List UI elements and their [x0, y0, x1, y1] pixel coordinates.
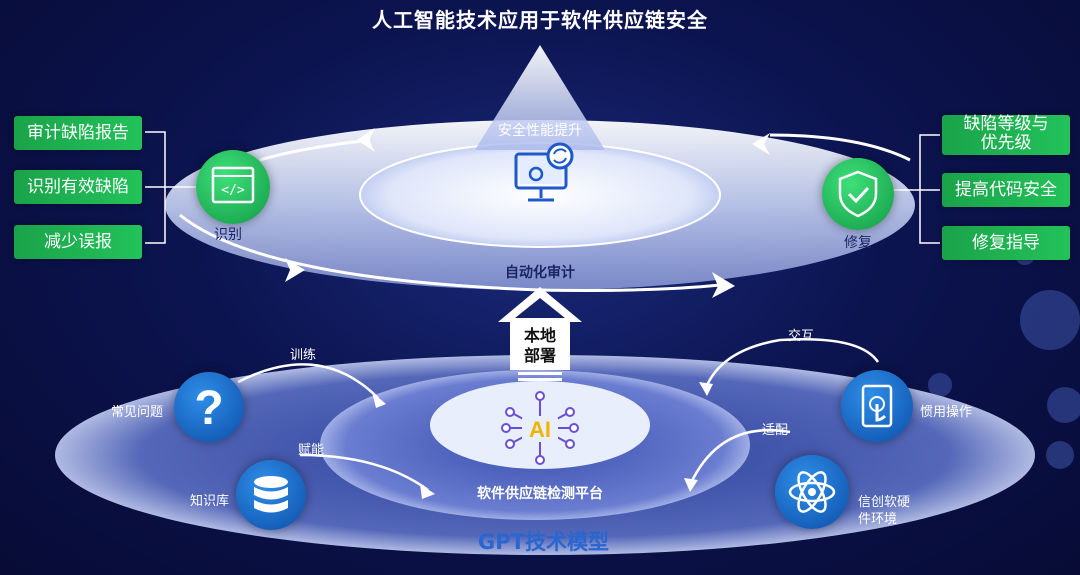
atom-icon [788, 471, 836, 513]
ai-network-icon: AI [500, 388, 580, 468]
touch-tablet-icon [861, 384, 893, 428]
left-tag-reduce-false-positives: 减少误报 [14, 225, 142, 259]
right-tag-severity-priority: 缺陷等级与 优先级 [942, 115, 1070, 155]
repair-node [822, 158, 894, 230]
monitor-gear-icon [512, 140, 576, 206]
code-window-icon: </> [211, 166, 255, 204]
kb-label: 知识库 [190, 494, 230, 509]
faq-label: 常见问题 [111, 405, 164, 420]
deploy-label: 本地 部署 [510, 326, 570, 366]
right-tag-improve-security: 提高代码安全 [942, 173, 1070, 207]
shield-check-icon [838, 170, 878, 218]
xc-label: 信创软硬 件环境 [858, 494, 910, 528]
left-bracket [145, 131, 200, 244]
habit-label: 惯用操作 [920, 405, 973, 420]
model-label: GPT技术模型 [478, 530, 609, 554]
xc-node [775, 455, 849, 529]
adapt-label: 适配 [762, 423, 789, 438]
empower-label: 赋能 [298, 443, 325, 458]
faq-node: ? [174, 372, 244, 442]
deploy-label-line-1: 本地 [523, 326, 556, 345]
top-ring-arrows [179, 133, 911, 292]
ring-label: 自动化审计 [505, 265, 575, 281]
bottom-arrows [237, 337, 880, 492]
identify-label: 识别 [214, 227, 242, 243]
top-arrow-heads [285, 128, 770, 298]
diagram-title: 人工智能技术应用于软件供应链安全 [372, 8, 708, 32]
svg-text:?: ? [194, 382, 223, 435]
svg-text:</>: </> [221, 183, 245, 198]
right-bracket [890, 134, 940, 244]
habit-node [841, 370, 913, 442]
triangle-label: 安全性能提升 [498, 123, 582, 139]
deploy-label-line-2: 部署 [523, 346, 556, 365]
bottom-arrow-heads [372, 382, 713, 499]
performance-triangle [475, 45, 605, 150]
left-tag-audit-report: 审计缺陷报告 [14, 116, 142, 150]
kb-node [236, 460, 306, 530]
xc-label-line-2: 件环境 [858, 512, 898, 527]
train-label: 训练 [290, 348, 317, 363]
right-tag-line-2: 优先级 [980, 133, 1032, 153]
database-icon [254, 476, 288, 513]
left-tag-identify-defects: 识别有效缺陷 [14, 170, 142, 204]
deploy-house [498, 287, 582, 381]
repair-label: 修复 [844, 235, 872, 251]
identify-node: </> [196, 150, 270, 224]
xc-label-line-1: 信创软硬 [858, 495, 911, 510]
interact-label: 交互 [788, 329, 815, 344]
right-tag-fix-guidance: 修复指导 [942, 226, 1070, 260]
platform-label: 软件供应链检测平台 [477, 486, 603, 502]
right-tag-line-1: 缺陷等级与 [963, 114, 1049, 134]
decorative-dots [928, 245, 1080, 469]
ai-text: AI [529, 417, 551, 442]
question-mark-icon: ? [194, 382, 223, 435]
